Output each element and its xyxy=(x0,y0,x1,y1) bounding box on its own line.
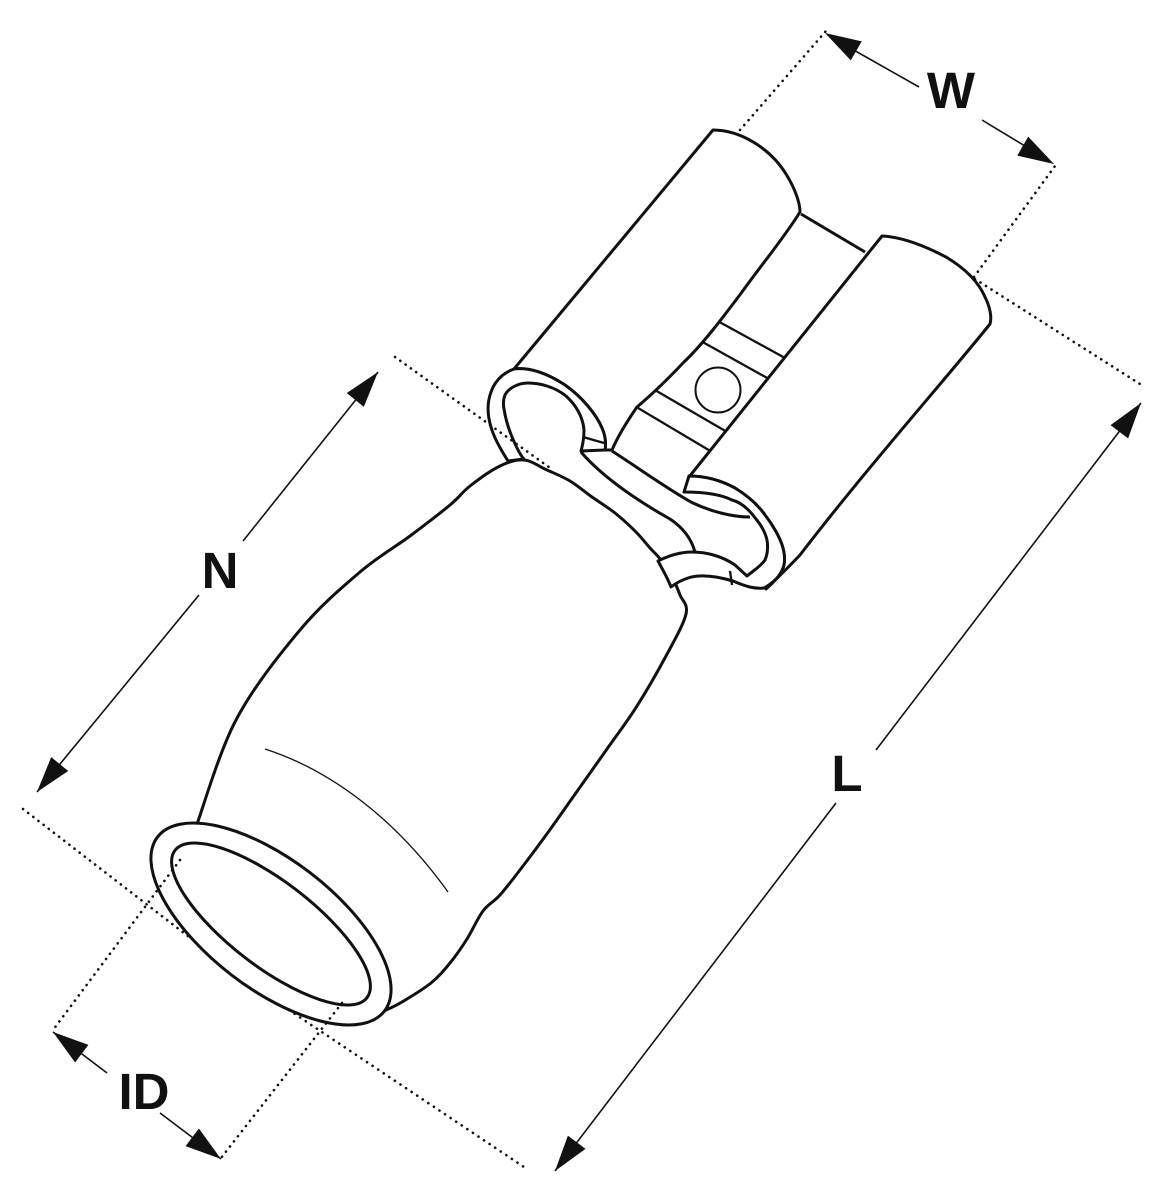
svg-text:W: W xyxy=(927,62,976,119)
svg-text:L: L xyxy=(831,745,862,802)
svg-text:ID: ID xyxy=(119,1063,170,1120)
svg-text:N: N xyxy=(202,542,239,599)
